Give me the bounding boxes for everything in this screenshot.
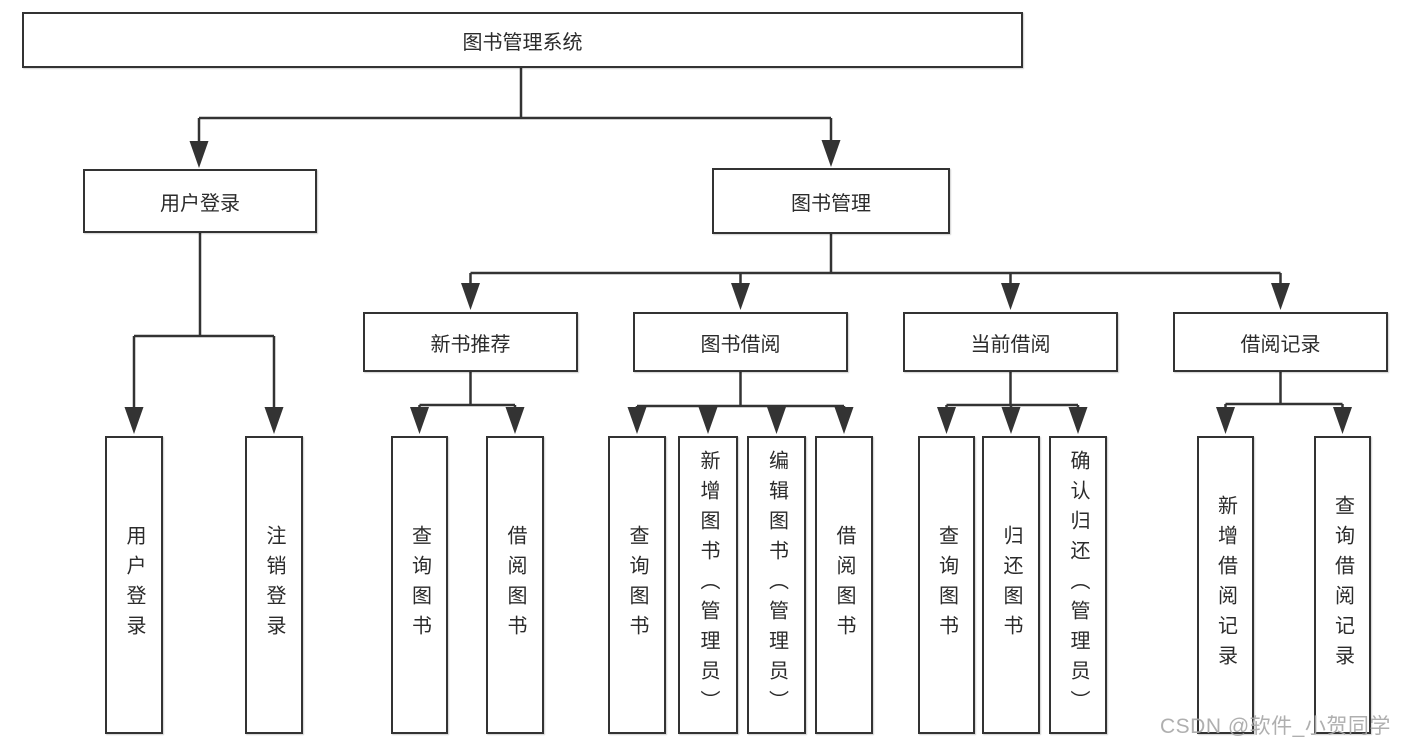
leaf-borrow-books-1-label: 借阅图书 — [504, 525, 526, 645]
leaf-query-books-2-label: 查询图书 — [626, 525, 648, 645]
leaf-add-book-admin-label: 新增图书（管理员） — [697, 450, 719, 720]
leaf-borrow-books-2-label: 借阅图书 — [833, 525, 855, 645]
leaf-confirm-return-admin: 确认归还（管理员） — [1049, 436, 1107, 734]
leaf-query-borrow-record: 查询借阅记录 — [1314, 436, 1371, 734]
leaf-query-books-2: 查询图书 — [608, 436, 666, 734]
node-book-management: 图书管理 — [712, 168, 950, 234]
leaf-query-borrow-record-label: 查询借阅记录 — [1331, 495, 1354, 675]
node-book-borrow: 图书借阅 — [633, 312, 848, 372]
leaf-add-book-admin: 新增图书（管理员） — [678, 436, 738, 734]
leaf-return-book-label: 归还图书 — [1000, 525, 1022, 645]
leaf-edit-book-admin: 编辑图书（管理员） — [747, 436, 806, 734]
leaf-add-borrow-record-label: 新增借阅记录 — [1214, 495, 1237, 675]
node-root: 图书管理系统 — [22, 12, 1023, 68]
leaf-query-books-1: 查询图书 — [391, 436, 448, 734]
leaf-logout-label: 注销登录 — [263, 525, 285, 645]
leaf-borrow-books-2: 借阅图书 — [815, 436, 873, 734]
arrowheads — [124, 140, 1352, 434]
leaf-edit-book-admin-label: 编辑图书（管理员） — [765, 450, 788, 720]
node-user-login: 用户登录 — [83, 169, 317, 233]
leaf-borrow-books-1: 借阅图书 — [486, 436, 544, 734]
leaf-return-book: 归还图书 — [982, 436, 1040, 734]
leaf-confirm-return-admin-label: 确认归还（管理员） — [1067, 450, 1089, 720]
leaf-user-login-label: 用户登录 — [123, 525, 145, 645]
node-new-book-recommend: 新书推荐 — [363, 312, 578, 372]
leaf-query-books-1-label: 查询图书 — [408, 525, 431, 645]
node-current-borrow: 当前借阅 — [903, 312, 1118, 372]
leaf-add-borrow-record: 新增借阅记录 — [1197, 436, 1254, 734]
leaf-query-books-3-label: 查询图书 — [935, 525, 958, 645]
leaf-logout: 注销登录 — [245, 436, 303, 734]
watermark: CSDN @软件_小贺同学 — [1160, 715, 1391, 738]
leaf-query-books-3: 查询图书 — [918, 436, 975, 734]
leaf-user-login: 用户登录 — [105, 436, 163, 734]
node-borrow-records: 借阅记录 — [1173, 312, 1388, 372]
